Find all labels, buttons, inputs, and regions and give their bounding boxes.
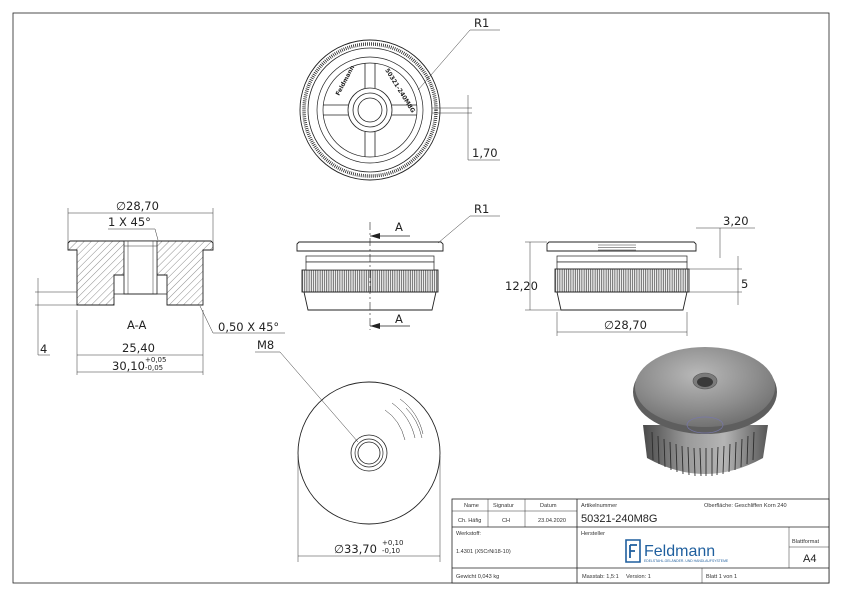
isometric-render — [633, 347, 777, 477]
dim-diameter-symbol-1: ∅ — [116, 199, 126, 213]
title-block: Name Signatur Datum Ch. Häfig CH 23.04.2… — [451, 498, 830, 584]
tb-col-signatur: Signatur — [493, 503, 514, 509]
tol-30-10-upper: +0,05 — [145, 356, 166, 364]
tb-werkstoff-value: 1.4301 (X5CrNi18-10) — [456, 549, 511, 555]
tb-werkstoff-label: Werkstoff: — [456, 531, 481, 537]
logo-text: Feldmann — [644, 543, 715, 560]
tb-blatt: Blatt 1 von 1 — [706, 574, 737, 580]
dim-4: 4 — [40, 342, 47, 356]
tb-version: Version: 1 — [626, 574, 651, 580]
tb-oberflaeche: Oberfläche: Geschliffen Korn 240 — [704, 503, 787, 509]
sheet-border — [12, 12, 830, 584]
tol-33-70-upper: +0,10 — [382, 539, 403, 547]
tb-artikel-label: Artikelnummer — [581, 503, 617, 509]
section-label-a-a: A-A — [127, 318, 147, 332]
tb-gewicht: Gewicht 0,043 kg — [456, 574, 499, 580]
dim-28-70-side: 28,70 — [614, 318, 647, 332]
dim-diameter-symbol-3: ∅ — [334, 542, 344, 556]
dim-25-40: 25,40 — [122, 341, 155, 355]
tb-artikel-value: 50321-240M8G — [581, 513, 657, 525]
section-view-a-a: ∅ 28,70 1 X 45° A-A 0,50 X 45° 4 25,40 3… — [35, 199, 285, 375]
tb-datum-value: 23.04.2020 — [538, 518, 566, 524]
dim-3-20: 3,20 — [723, 214, 749, 228]
dim-r1-top: R1 — [474, 16, 489, 30]
tb-massstab: Masstab: 1,5:1 — [582, 574, 619, 580]
tb-hersteller-label: Hersteller — [581, 531, 605, 537]
front-view: A A R1 — [296, 202, 500, 330]
dim-diameter-symbol-2: ∅ — [604, 318, 614, 332]
side-view: 3,20 12,20 5 ∅ 28,70 — [505, 214, 755, 336]
dim-30-10: 30,10 — [112, 359, 145, 373]
dim-33-70: 33,70 — [344, 542, 377, 556]
tb-col-datum: Datum — [540, 503, 557, 509]
section-mark-bottom: A — [395, 312, 403, 326]
bottom-view: M8 ∅ 33,70 +0,10 -0,10 — [255, 338, 441, 562]
dim-28-70-top: 28,70 — [126, 199, 159, 213]
tol-33-70-lower: -0,10 — [382, 547, 400, 555]
tb-blattformat-value: A4 — [803, 553, 816, 565]
tb-blattformat-label: Blattformat — [792, 539, 819, 545]
tb-col-name: Name — [464, 503, 479, 509]
dim-chamfer-050x45: 0,50 X 45° — [218, 320, 279, 334]
dim-chamfer-1x45: 1 X 45° — [108, 215, 151, 229]
dim-12-20: 12,20 — [505, 279, 538, 293]
feldmann-logo: Feldmann EDELSTAHL-GELÄNDER- UND HANDLAU… — [625, 539, 729, 563]
logo-subtitle: EDELSTAHL-GELÄNDER- UND HANDLAUFSYSTEME — [644, 559, 729, 563]
dim-m8: M8 — [257, 338, 274, 352]
dim-1-70: 1,70 — [472, 146, 498, 160]
tb-signatur-value: CH — [502, 518, 510, 524]
section-mark-top: A — [395, 220, 403, 234]
dim-5: 5 — [741, 277, 748, 291]
dim-r1-side: R1 — [474, 202, 489, 216]
top-view: Feldmann 50321-240M8G R1 1,70 — [299, 16, 500, 181]
tb-name-value: Ch. Häfig — [458, 518, 481, 524]
tol-30-10-lower: -0,05 — [145, 364, 163, 372]
